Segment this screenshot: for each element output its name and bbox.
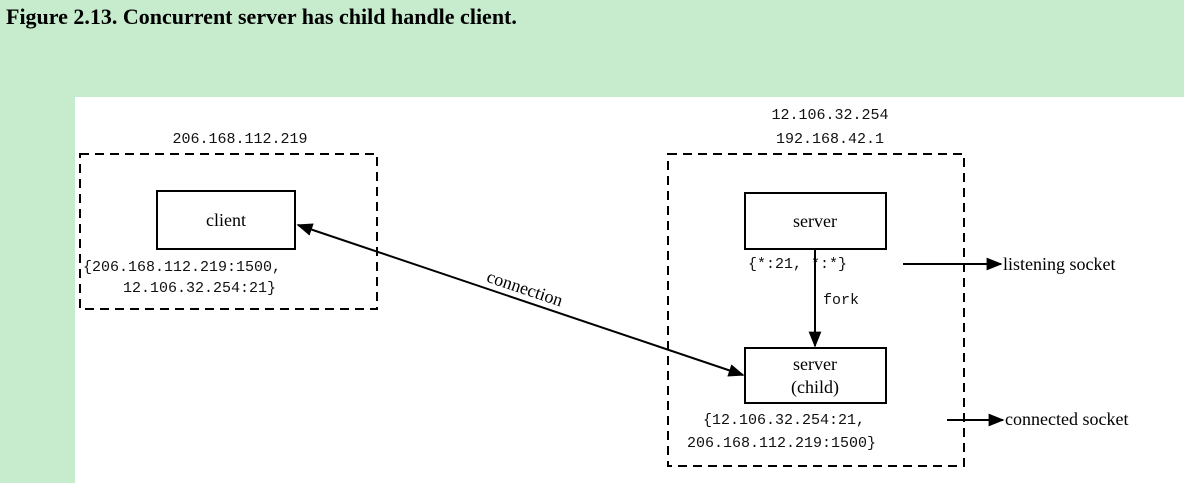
client-host-boundary <box>79 153 378 310</box>
server-host-ip2: 192.168.42.1 <box>776 131 884 148</box>
connection-label: connection <box>484 266 565 310</box>
conn-socket-line1: {12.106.32.254:21, <box>703 412 865 429</box>
figure-panel: 206.168.112.219 client {206.168.112.219:… <box>75 97 1184 483</box>
client-process-box <box>156 190 296 250</box>
child-process-box <box>744 347 887 404</box>
network-diagram: 206.168.112.219 client {206.168.112.219:… <box>79 107 1128 467</box>
child-label-line1: server <box>793 354 837 374</box>
server-host-boundary <box>667 153 965 467</box>
client-socket-line1: {206.168.112.219:1500, <box>83 259 281 276</box>
connection-arrow <box>296 223 745 377</box>
conn-socket-line2: 206.168.112.219:1500} <box>687 435 876 452</box>
listening-socket-label: listening socket <box>1003 254 1115 274</box>
child-label-line2: (child) <box>791 377 839 398</box>
connected-socket-label: connected socket <box>1005 409 1128 429</box>
server-host-ip1: 12.106.32.254 <box>771 107 888 124</box>
listen-socket-text: {*:21, *:*} <box>748 256 847 273</box>
client-process-label: client <box>206 210 246 230</box>
client-socket-line2: 12.106.32.254:21} <box>123 280 276 297</box>
figure-caption: Figure 2.13. Concurrent server has child… <box>6 4 517 29</box>
fork-label: fork <box>823 292 859 309</box>
server-process-label: server <box>793 211 837 231</box>
client-host-ip: 206.168.112.219 <box>172 131 307 148</box>
